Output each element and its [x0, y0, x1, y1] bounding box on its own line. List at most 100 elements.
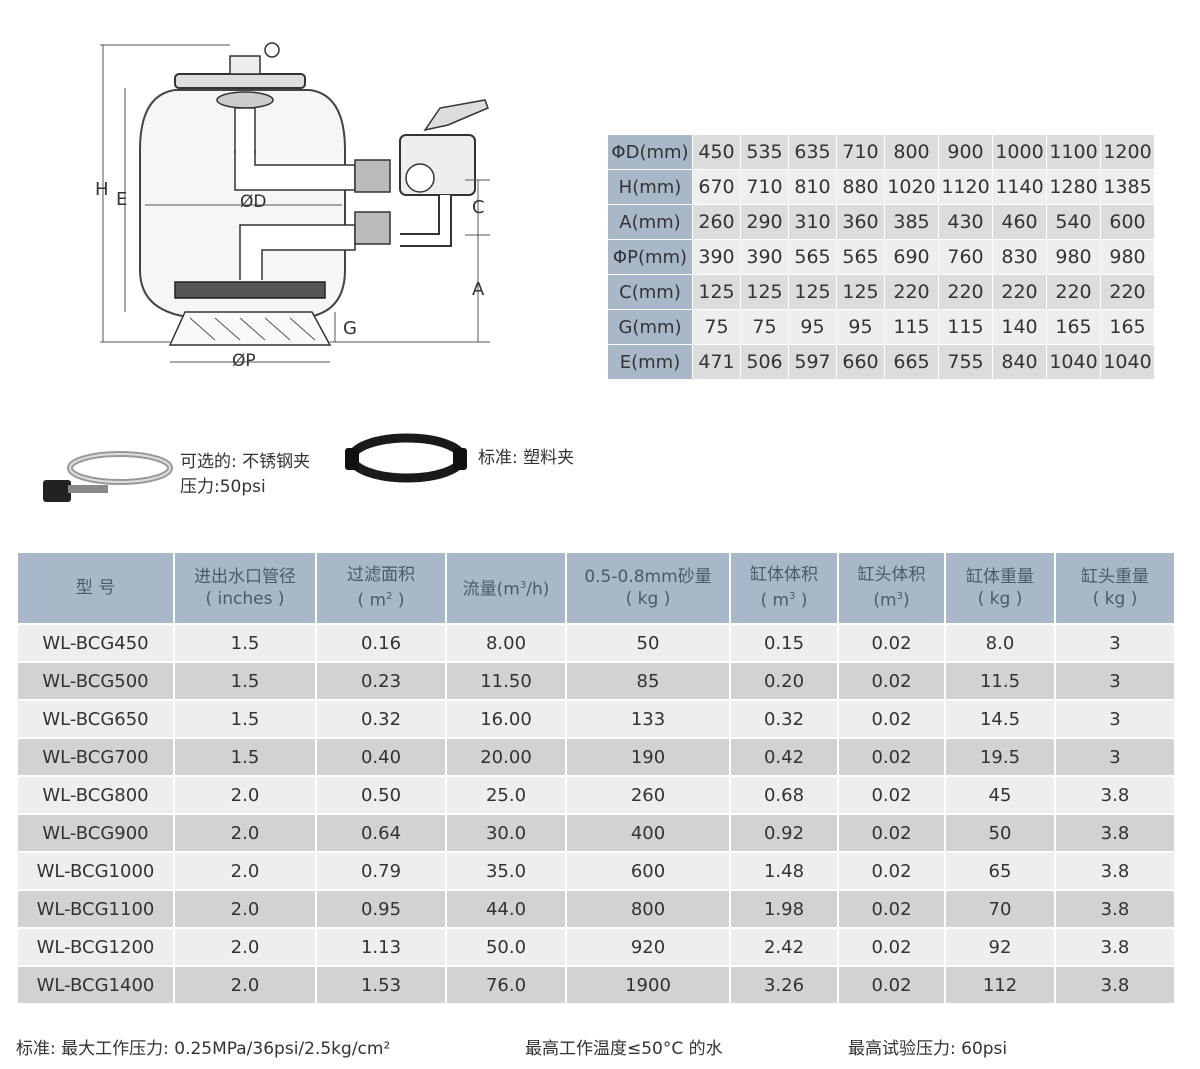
spec-cell: 14.5	[944, 699, 1056, 739]
dimension-cell: 75	[692, 309, 741, 345]
dimension-cell: 385	[884, 204, 939, 240]
spec-cell: 0.02	[837, 813, 946, 853]
laterals	[174, 281, 326, 299]
spec-cell: 0.40	[315, 737, 447, 777]
spec-cell: 65	[944, 851, 1056, 891]
dimension-cell: 95	[836, 309, 885, 345]
dimension-cell: 460	[992, 204, 1047, 240]
footer-temperature: 最高工作温度≤50°C 的水	[525, 1039, 723, 1059]
spec-cell: 0.68	[729, 775, 839, 815]
spec-cell: 0.16	[315, 623, 447, 663]
dimension-cell: 710	[836, 134, 885, 170]
dimension-cell: 430	[938, 204, 993, 240]
spec-cell: 3	[1054, 623, 1176, 663]
spec-cell: 0.02	[837, 699, 946, 739]
spec-model-cell: WL-BCG1100	[16, 889, 175, 929]
dimension-row-label: G(mm)	[607, 309, 693, 345]
dimension-cell: 140	[992, 309, 1047, 345]
dimension-cell: 710	[740, 169, 789, 205]
dimension-cell: 1040	[1046, 344, 1101, 380]
spec-cell: 3.8	[1054, 965, 1176, 1005]
spec-cell: 3	[1054, 699, 1176, 739]
dimension-cell: 665	[884, 344, 939, 380]
dimension-cell: 600	[1100, 204, 1155, 240]
spec-column-header: 0.5-0.8mm砂量( kg )	[565, 551, 731, 625]
dimension-cell: 125	[692, 274, 741, 310]
optional-clamp-text: 可选的: 不锈钢夹 压力:50psi	[180, 450, 310, 500]
spec-model-cell: WL-BCG1000	[16, 851, 175, 891]
dimension-cell: 1000	[992, 134, 1047, 170]
spec-cell: 600	[565, 851, 731, 891]
spec-table: 型 号进出水口管径( inches )过滤面积( m2 )流量(m3/h)0.5…	[16, 551, 1176, 1005]
dimension-cell: 390	[740, 239, 789, 275]
dimension-cell: 506	[740, 344, 789, 380]
spec-cell: 2.42	[729, 927, 839, 967]
dimension-cell: 471	[692, 344, 741, 380]
spec-column-header: 流量(m3/h)	[445, 551, 567, 625]
dimension-cell: 980	[1046, 239, 1101, 275]
spec-column-header: 过滤面积( m2 )	[315, 551, 447, 625]
spec-cell: 50	[565, 623, 731, 663]
spec-model-cell: WL-BCG800	[16, 775, 175, 815]
dimension-cell: 670	[692, 169, 741, 205]
dimension-cell: 75	[740, 309, 789, 345]
spec-column-header: 缸头重量( kg )	[1054, 551, 1176, 625]
spec-cell: 3.8	[1054, 889, 1176, 929]
spec-cell: 0.92	[729, 813, 839, 853]
dimension-row-label: ΦD(mm)	[607, 134, 693, 170]
footer-test-pressure: 最高试验压力: 60psi	[848, 1039, 1008, 1059]
spec-cell: 0.32	[315, 699, 447, 739]
spec-cell: 0.23	[315, 661, 447, 701]
dimension-cell: 125	[836, 274, 885, 310]
dimension-cell: 220	[1046, 274, 1101, 310]
dimension-cell: 755	[938, 344, 993, 380]
spec-cell: 0.02	[837, 851, 946, 891]
dim-label-P: ØP	[232, 351, 256, 371]
dimension-cell: 690	[884, 239, 939, 275]
spec-cell: 1.5	[173, 737, 317, 777]
spec-cell: 1.5	[173, 661, 317, 701]
dimension-cell: 810	[788, 169, 837, 205]
spec-cell: 76.0	[445, 965, 567, 1005]
spec-column-header: 缸头体积(m3)	[837, 551, 946, 625]
spec-cell: 45	[944, 775, 1056, 815]
spec-cell: 112	[944, 965, 1056, 1005]
spec-cell: 44.0	[445, 889, 567, 929]
standard-clamp-line1: 标准: 塑料夹	[478, 448, 575, 468]
footer-pressure: 标准: 最大工作压力: 0.25MPa/36psi/2.5kg/cm²	[16, 1039, 391, 1059]
dimension-cell: 95	[788, 309, 837, 345]
dimension-cell: 760	[938, 239, 993, 275]
dimension-cell: 830	[992, 239, 1047, 275]
spec-cell: 1.13	[315, 927, 447, 967]
spec-cell: 260	[565, 775, 731, 815]
spec-cell: 0.79	[315, 851, 447, 891]
spec-cell: 70	[944, 889, 1056, 929]
dimension-cell: 1200	[1100, 134, 1155, 170]
tank-lid	[174, 73, 306, 89]
spec-cell: 35.0	[445, 851, 567, 891]
dimension-cell: 125	[788, 274, 837, 310]
spec-cell: 3	[1054, 661, 1176, 701]
dimension-cell: 880	[836, 169, 885, 205]
spec-cell: 1.48	[729, 851, 839, 891]
valve-handle	[423, 99, 489, 132]
spec-cell: 0.02	[837, 737, 946, 777]
spec-cell: 1.98	[729, 889, 839, 929]
filter-diagram: H E ØD C A G ØP	[95, 42, 490, 371]
dimension-cell: 565	[788, 239, 837, 275]
dimension-cell: 1100	[1046, 134, 1101, 170]
spec-model-cell: WL-BCG900	[16, 813, 175, 853]
stainless-clamp-icon	[43, 451, 173, 502]
spec-cell: 30.0	[445, 813, 567, 853]
spec-cell: 2.0	[173, 813, 317, 853]
spec-cell: 3.8	[1054, 775, 1176, 815]
dimension-row-label: ΦP(mm)	[607, 239, 693, 275]
spec-cell: 8.00	[445, 623, 567, 663]
spec-cell: 20.00	[445, 737, 567, 777]
spec-cell: 3.26	[729, 965, 839, 1005]
